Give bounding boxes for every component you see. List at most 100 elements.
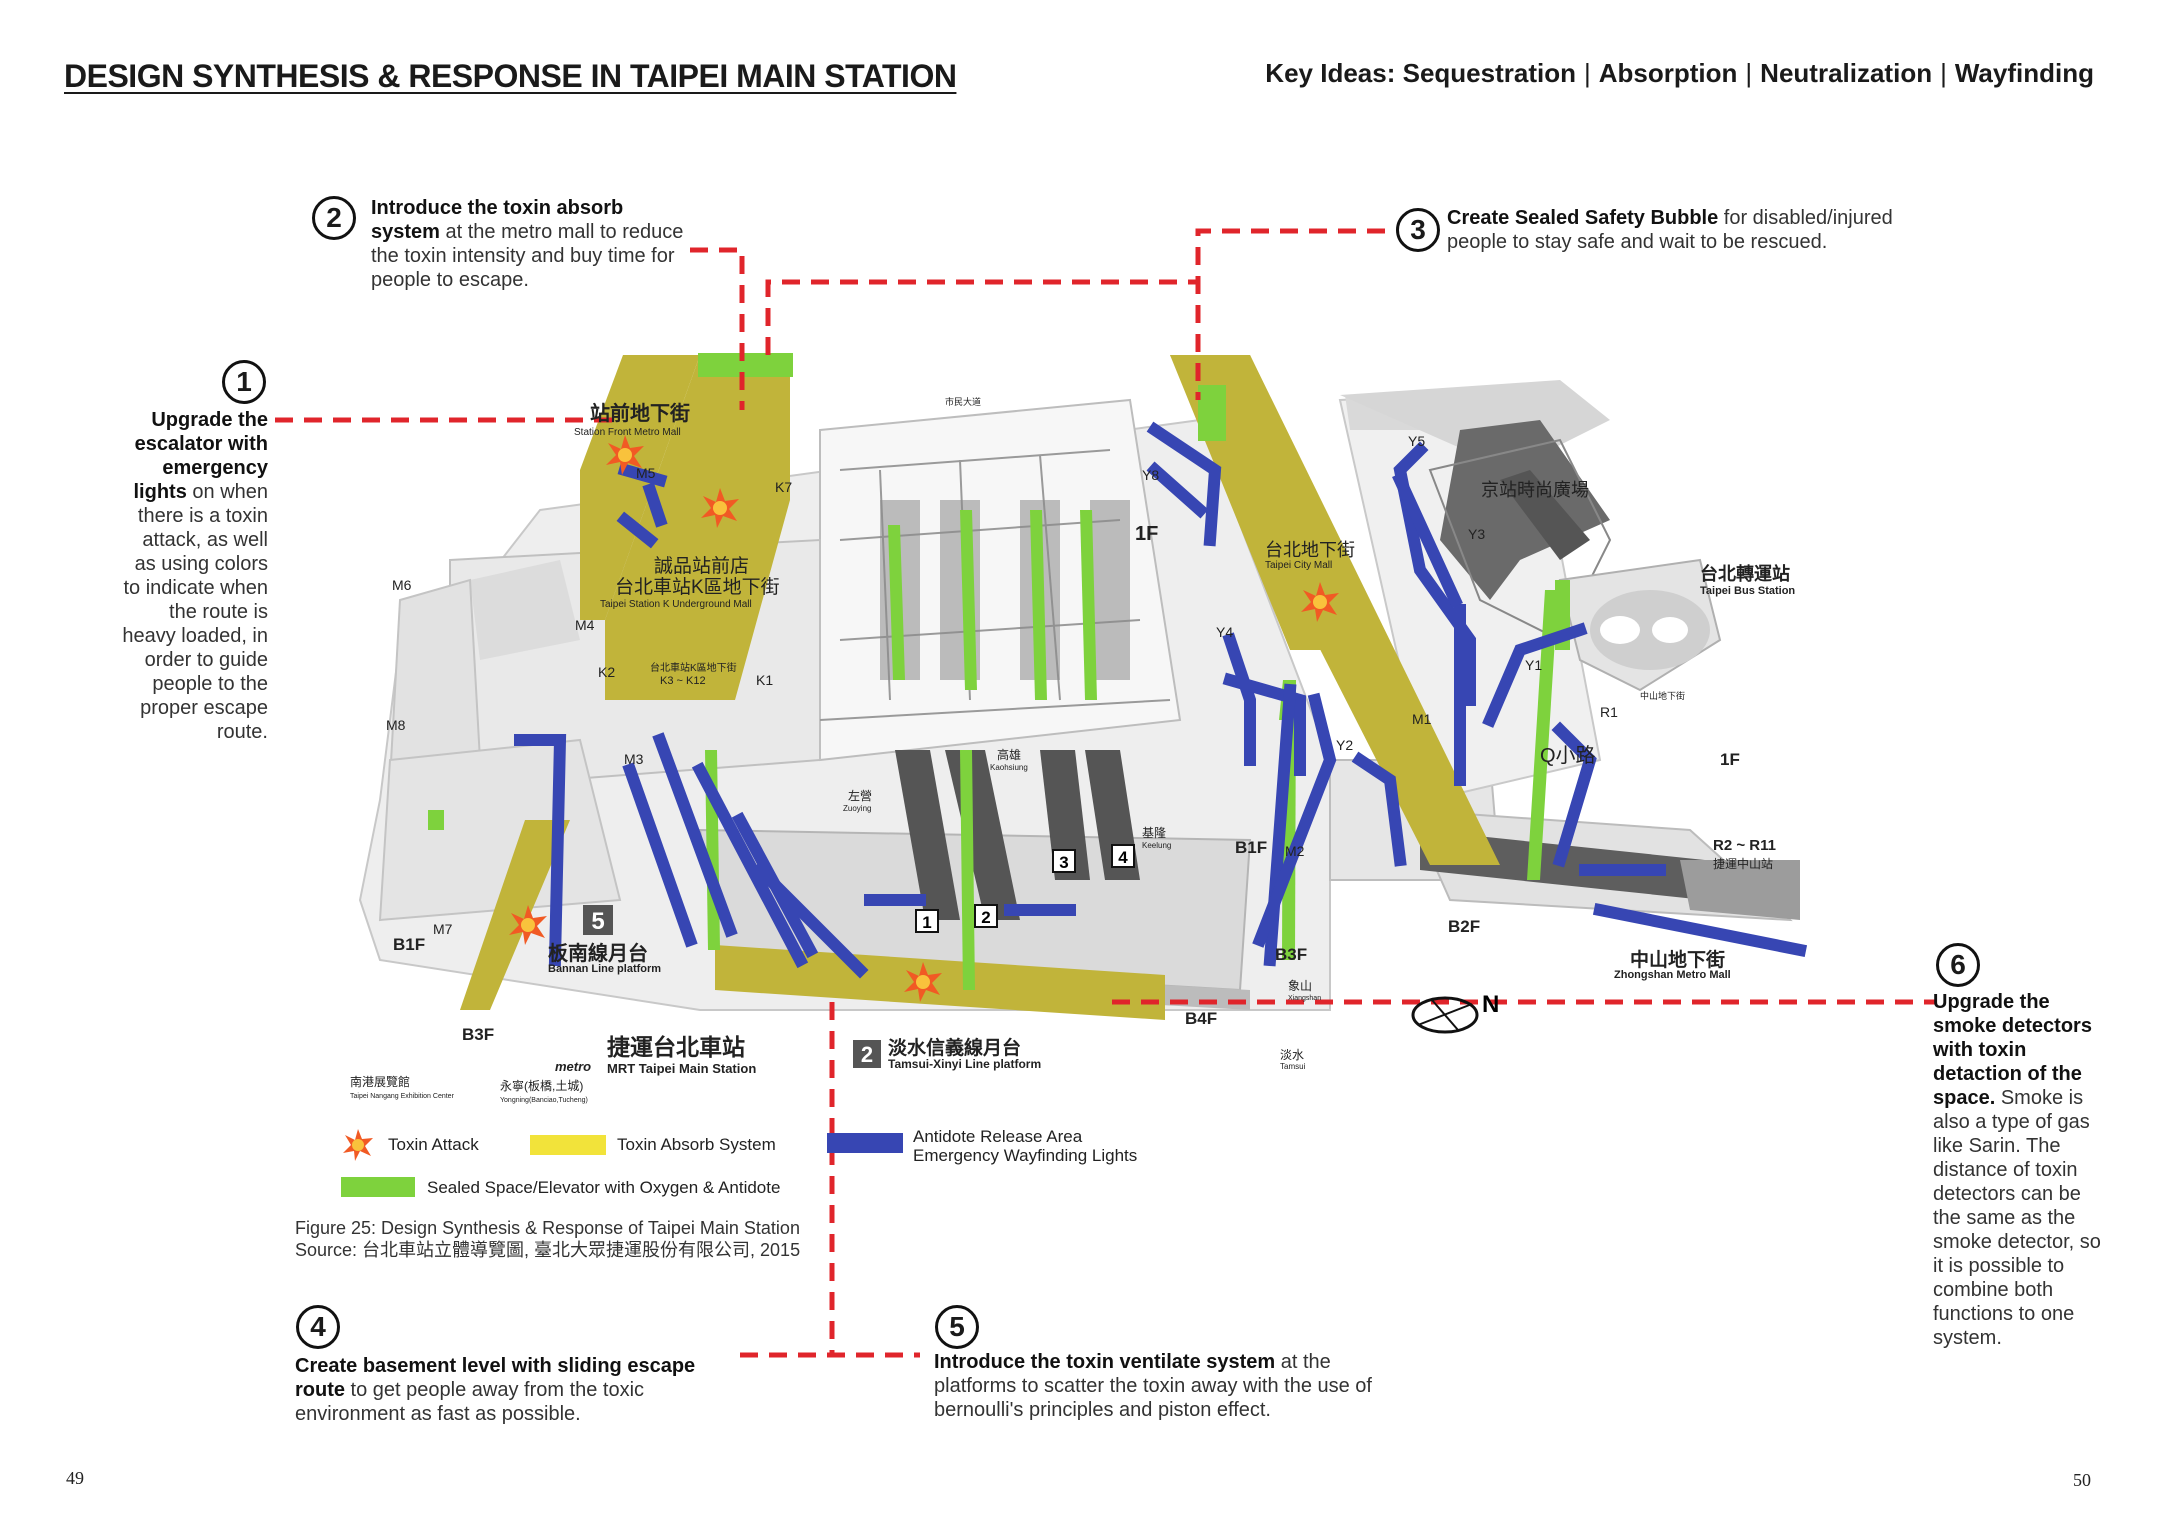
k-range: K3 ~ K12 <box>660 675 706 687</box>
yongning-cn: 永寧(板橋,土城) <box>500 1078 583 1093</box>
level-b1f-center: B1F <box>1235 838 1267 857</box>
callout-1-number: 1 <box>222 360 266 404</box>
key-idea-4: Wayfinding <box>1954 58 2094 88</box>
callout-6-text: Upgrade the smoke detectors with toxin d… <box>1933 990 2103 1350</box>
toxin-attack-icon <box>606 435 644 475</box>
exit-y8: Y8 <box>1142 467 1159 483</box>
exit-k7: K7 <box>775 479 792 495</box>
callout-4-text: Create basement level with sliding escap… <box>295 1354 735 1426</box>
tamsui-en: Tamsui-Xinyi Line platform <box>888 1057 1041 1071</box>
callout-2-number: 2 <box>312 196 356 240</box>
callout-2-body: at the metro mall to reduce the toxin in… <box>371 221 684 291</box>
callout-6-number: 6 <box>1936 943 1980 987</box>
toxin-attack-icon <box>904 962 942 1002</box>
civil-blvd-cn: 市民大道 <box>945 396 981 407</box>
q-square-cn: 京站時尚廣場 <box>1481 480 1589 500</box>
nangang-en: Taipei Nangang Exhibition Center <box>350 1093 455 1100</box>
callout-4-bold: Create basement level with sliding escap… <box>295 1355 696 1401</box>
callout-3-bold: Create Sealed Safety Bubble <box>1447 207 1719 229</box>
track-1: 1 <box>922 913 931 932</box>
page-number-right: 50 <box>2073 1470 2091 1490</box>
legend-toxin-absorb: Toxin Absorb System <box>617 1135 776 1154</box>
key-idea-2: Absorption <box>1598 58 1738 88</box>
callout-5-bold: Introduce the toxin ventilate system <box>934 1351 1276 1373</box>
legend-wayfinding-lights: Emergency Wayfinding Lights <box>913 1146 1138 1165</box>
zhongshan-st-cn: 中山地下街 <box>1640 690 1685 701</box>
toxin-attack-icon <box>509 905 547 945</box>
zhongshan-mall-cn: 中山地下街 <box>1630 948 1725 971</box>
sealed-top-mall <box>698 353 793 377</box>
bannan-cn: 板南線月台 <box>548 941 648 965</box>
bus-station-en: Taipei Bus Station <box>1700 585 1795 597</box>
exit-y5: Y5 <box>1408 433 1425 449</box>
exit-y4: Y4 <box>1216 624 1233 640</box>
kaohsiung-en: Kaohsiung <box>990 763 1028 772</box>
track-4: 4 <box>1118 848 1128 867</box>
callout-3-number: 3 <box>1396 208 1440 252</box>
q-road-label: Q小路 <box>1540 744 1596 767</box>
callout-1-body: on when there is a toxin attack, as well… <box>122 481 268 743</box>
page-number-left: 49 <box>66 1468 84 1488</box>
city-mall-cn: 台北地下街 <box>1265 540 1355 560</box>
level-1f-right: 1F <box>1720 750 1740 769</box>
track-3: 3 <box>1059 853 1068 872</box>
xiangshan-cn: 象山 <box>1288 979 1312 993</box>
platform-badges: 5 2 <box>583 905 881 1068</box>
callout-1-text: Upgrade the escalator with emergency lig… <box>118 408 268 744</box>
level-b1f-left: B1F <box>393 935 425 954</box>
level-b4f: B4F <box>1185 1009 1217 1028</box>
k-range-cn: 台北車站K區地下街 <box>650 661 737 674</box>
zuoying-cn: 左營 <box>848 788 872 803</box>
callout-5-body: at the platforms to scatter the toxin aw… <box>934 1351 1372 1421</box>
key-idea-3: Neutralization <box>1760 58 1933 88</box>
keelung-en: Keelung <box>1142 841 1171 850</box>
exit-y1: Y1 <box>1525 657 1542 673</box>
toxin-attack-markers <box>509 435 1339 1002</box>
callout-2-bold: Introduce the toxin absorb system <box>371 197 624 243</box>
exit-k1: K1 <box>756 672 773 688</box>
k-mall-en: Taipei Station K Underground Mall <box>600 599 752 610</box>
bannan-platform-number: 5 <box>591 908 604 935</box>
exit-tags: M1 M2 M3 M4 M5 M6 M7 M8 K1 K2 K7 Y1 Y2 Y… <box>386 433 1618 937</box>
legend-green-swatch <box>341 1177 415 1197</box>
toxin-attack-icon <box>1301 582 1339 622</box>
r-range-cn: 捷運中山站 <box>1713 856 1773 871</box>
exit-m2: M2 <box>1285 843 1305 859</box>
figure-caption: Figure 25: Design Synthesis & Response o… <box>295 1217 800 1261</box>
absorb-k-mall <box>605 355 790 700</box>
caption-line-1: Figure 25: Design Synthesis & Response o… <box>295 1218 800 1238</box>
level-b2f: B2F <box>1448 917 1480 936</box>
xiangshan-en: Xiangshan <box>1288 995 1321 1002</box>
zuoying-en: Zuoying <box>843 804 871 813</box>
k-mall-cn: 台北車站K區地下街 <box>615 576 780 598</box>
tamsui-dir-en: Tamsui <box>1280 1062 1306 1071</box>
track-numbers: 1 2 3 4 <box>915 844 1135 933</box>
bus-station-cn: 台北轉運站 <box>1700 563 1790 584</box>
nangang-cn: 南港展覽館 <box>350 1074 410 1089</box>
callout-4-number: 4 <box>296 1305 340 1349</box>
exit-m5: M5 <box>636 465 656 481</box>
callout-4-body: to get people away from the toxic enviro… <box>295 1379 645 1425</box>
level-b3f-left: B3F <box>462 1025 494 1044</box>
legend-blue-swatch <box>827 1133 903 1153</box>
callout-5-text: Introduce the toxin ventilate system at … <box>934 1350 1404 1422</box>
level-1f-upper: 1F <box>1135 523 1158 545</box>
north-compass: N <box>1411 991 1499 1034</box>
r-range: R2 ~ R11 <box>1713 837 1776 854</box>
level-b3f-right: B3F <box>1275 945 1307 964</box>
eslite-cn: 誠品站前店 <box>654 555 749 577</box>
track-2: 2 <box>981 908 990 927</box>
toxin-attack-icon <box>701 488 739 528</box>
callout-1-bold: Upgrade the escalator with emergency lig… <box>133 409 268 503</box>
leader-lines <box>275 228 1935 1358</box>
callout-3-text: Create Sealed Safety Bubble for disabled… <box>1447 206 1947 254</box>
exit-m7: M7 <box>433 921 453 937</box>
callout-6-body: Smoke is also a type of gas like Sarin. … <box>1933 1087 2101 1349</box>
legend-toxin-attack: Toxin Attack <box>388 1135 479 1154</box>
mrt-station-en: MRT Taipei Main Station <box>607 1061 756 1076</box>
callout-6-bold: Upgrade the smoke detectors with toxin d… <box>1933 991 2092 1109</box>
tamsui-dir-cn: 淡水 <box>1280 1048 1304 1062</box>
kaohsiung-cn: 高雄 <box>997 747 1021 762</box>
exit-m3: M3 <box>624 751 644 767</box>
